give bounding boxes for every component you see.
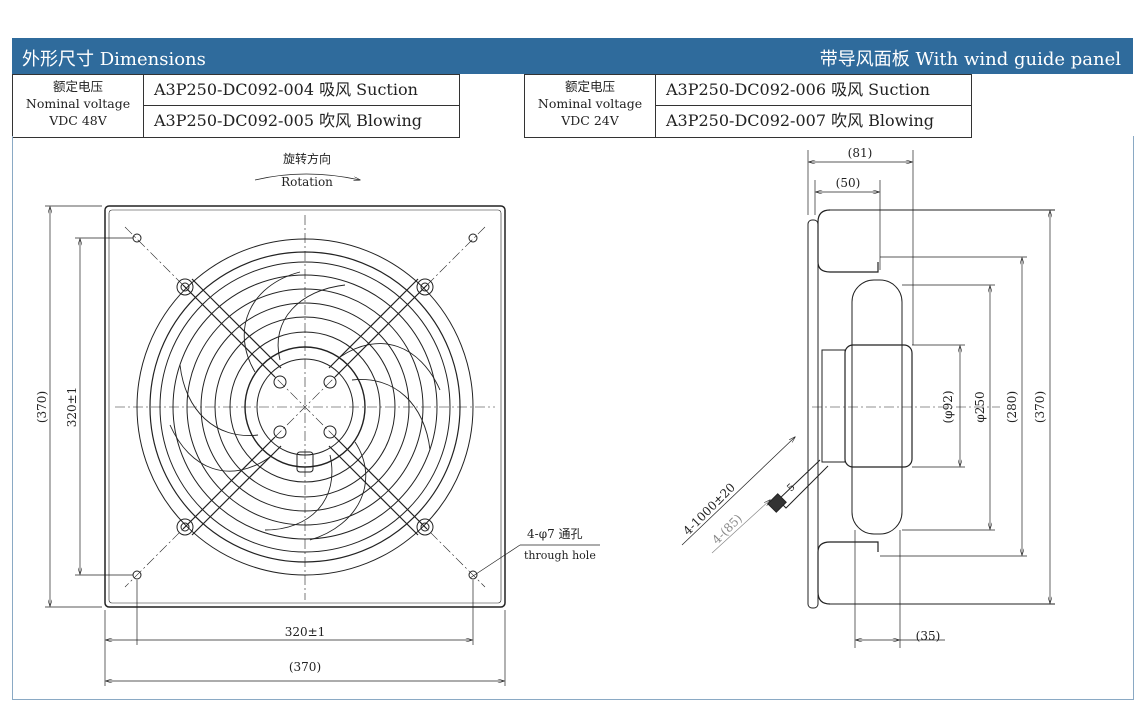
strip-length: 4-(85) bbox=[709, 511, 745, 547]
rotation-label-en: Rotation bbox=[281, 175, 333, 189]
wind-guide-title: 带导风面板 With wind guide panel bbox=[819, 49, 1121, 70]
dim-holes-width: 320±1 bbox=[285, 625, 326, 639]
hole-label: 4-φ7 通孔 bbox=[527, 527, 583, 541]
dim-81: (81) bbox=[848, 146, 873, 160]
model-row: A3P250-DC092-005 吹风 Blowing bbox=[144, 105, 459, 136]
voltage-label: 额定电压 Nominal voltage VDC 48V bbox=[13, 75, 144, 137]
dim-outer-width: (370) bbox=[289, 660, 321, 674]
fan-blades bbox=[169, 271, 441, 541]
label-cn: 额定电压 bbox=[52, 79, 103, 94]
dim-280: (280) bbox=[1005, 391, 1019, 423]
dim-92: (φ92) bbox=[941, 390, 955, 423]
label-en: Nominal voltage bbox=[25, 96, 131, 111]
model-table-24v: 额定电压 Nominal voltage VDC 24V A3P250-DC09… bbox=[524, 74, 972, 138]
panel-plate bbox=[807, 219, 819, 609]
cable-end bbox=[767, 493, 787, 513]
voltage-value: VDC 48V bbox=[49, 113, 107, 128]
label-cn: 额定电压 bbox=[564, 79, 615, 94]
guard-struts bbox=[182, 278, 428, 536]
dim-250: φ250 bbox=[973, 391, 987, 422]
motor-flange bbox=[821, 349, 846, 463]
rotation-label-cn: 旋转方向 bbox=[283, 151, 331, 166]
side-view: (81) (50) (35) (φ92) φ250 (280) (370) 4-… bbox=[680, 146, 1055, 648]
voltage-label: 额定电压 Nominal voltage VDC 24V bbox=[525, 75, 656, 137]
cable-gland bbox=[296, 451, 314, 473]
model-row: A3P250-DC092-004 吸风 Suction bbox=[154, 80, 418, 99]
dim-holes-height: 320±1 bbox=[65, 387, 79, 428]
label-en: Nominal voltage bbox=[537, 96, 643, 111]
front-view: 320±1 (370) (370) 320±1 旋转方向 Rotation 4-… bbox=[35, 151, 600, 686]
dimensions-title: 外形尺寸 Dimensions bbox=[22, 49, 206, 70]
dim-outer-height: (370) bbox=[35, 391, 49, 423]
motor-hub bbox=[244, 346, 366, 468]
dim-50: (50) bbox=[836, 176, 861, 190]
mount-bolts bbox=[176, 278, 434, 536]
drawing-frame bbox=[12, 136, 1134, 700]
fan-impeller bbox=[851, 279, 903, 535]
dim-370: (370) bbox=[1033, 391, 1047, 423]
model-row: A3P250-DC092-006 吸风 Suction bbox=[666, 80, 930, 99]
voltage-value: VDC 24V bbox=[561, 113, 619, 128]
dim-35: (35) bbox=[916, 629, 941, 643]
panel-outline bbox=[104, 205, 506, 608]
model-row: A3P250-DC092-007 吹风 Blowing bbox=[656, 105, 971, 136]
cable bbox=[777, 459, 829, 509]
model-table-48v: 额定电压 Nominal voltage VDC 48V A3P250-DC09… bbox=[12, 74, 460, 138]
hole-label-en: through hole bbox=[524, 549, 596, 562]
section-header: 外形尺寸 Dimensions 带导风面板 With wind guide pa… bbox=[12, 38, 1133, 74]
